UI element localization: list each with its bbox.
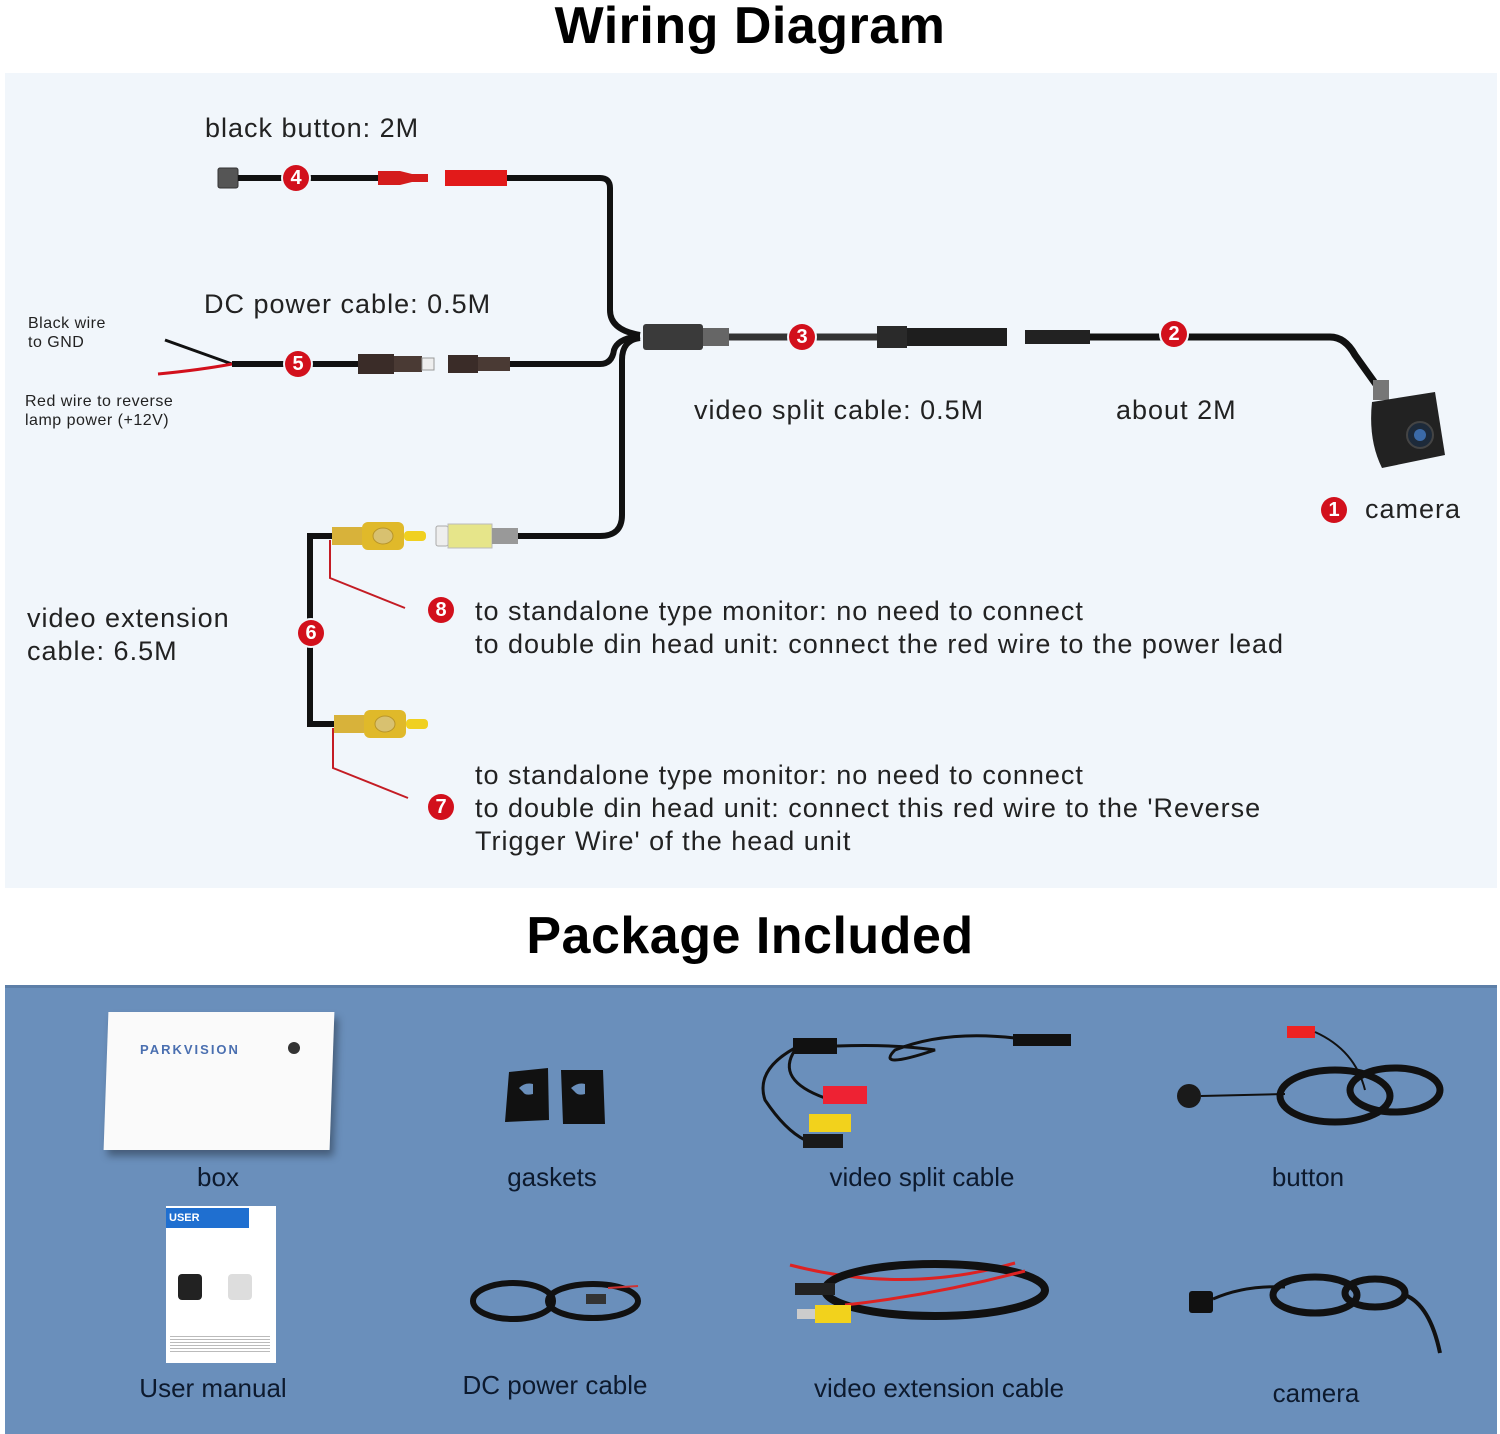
video-extension-label: video extension cable: 6.5M: [27, 603, 230, 666]
note-item-7: to standalone type monitor: no need to c…: [475, 760, 1262, 856]
rca-male-red-icon: [378, 171, 428, 185]
package-item-dc-power-cable: DC power cable: [462, 1370, 648, 1400]
red-wire-8: [329, 540, 406, 609]
video-split-label: video split cable: 0.5M: [694, 395, 985, 425]
badge-1: 1: [1321, 497, 1347, 523]
rca-male-yellow-icon: [332, 522, 426, 550]
wiring-diagram-svg: [157, 167, 1445, 799]
wiring-diagram-panel: [5, 73, 1497, 888]
package-item-user-manual: User manual: [139, 1373, 287, 1403]
package-item-gaskets: gaskets: [507, 1162, 597, 1192]
note-item-8: to standalone type monitor: no need to c…: [475, 596, 1285, 659]
package-item-video-split-cable: video split cable: [829, 1162, 1015, 1192]
split-cable-icon: [755, 1030, 1075, 1155]
button-icon: [217, 167, 239, 189]
video-split-cable: [643, 324, 1007, 350]
badge-8: 8: [428, 597, 454, 623]
package-item-button: button: [1271, 1162, 1345, 1192]
badge-4: 4: [283, 165, 309, 191]
camera-icon: [1371, 380, 1445, 468]
camera-pkg-icon: [1185, 1265, 1450, 1365]
dc-cable-icon: [468, 1276, 643, 1326]
camera-connector-icon: [1025, 330, 1090, 344]
package-item-video-extension-cable: video extension cable: [813, 1373, 1065, 1403]
package-item-camera: camera: [1272, 1378, 1360, 1408]
badge-5: 5: [285, 351, 311, 377]
dc-power-label: DC power cable: 0.5M: [204, 289, 492, 319]
black-button-label: black button: 2M: [205, 113, 420, 143]
extension-cable-icon: [785, 1255, 1055, 1335]
badge-6: 6: [298, 620, 324, 646]
dc-socket-icon: [448, 355, 478, 373]
rca-female-red-icon: [445, 170, 507, 186]
dc-plug-icon: [358, 354, 394, 374]
camera-cable: [1025, 330, 1445, 468]
wiring-diagram-title: Wiring Diagram: [554, 0, 946, 55]
about-2m-label: about 2M: [1116, 395, 1237, 425]
dc-power-cable: [157, 333, 641, 376]
badge-3: 3: [789, 324, 815, 350]
badge-2: 2: [1161, 321, 1187, 347]
rca-female-yellow-icon: [447, 523, 493, 549]
black-wire-label: Black wire to GND: [28, 315, 106, 351]
package-item-box: box: [197, 1162, 239, 1192]
button-cable: [217, 167, 641, 338]
red-wire-label: Red wire to reverse lamp power (+12V): [25, 393, 174, 429]
package-included-title: Package Included: [526, 907, 974, 965]
box-icon: PARKVISION: [103, 1012, 335, 1150]
box-brand: PARKVISION: [140, 1042, 240, 1057]
badge-7: 7: [428, 794, 454, 820]
gasket-icon: [503, 1068, 608, 1126]
split-rca-cable: [435, 335, 641, 549]
video-extension-cable: [307, 522, 428, 799]
rca-male-yellow-icon: [334, 710, 428, 738]
split-connector-icon: [907, 328, 1007, 346]
split-junction-icon: [643, 324, 703, 350]
button-icon: [1175, 1020, 1445, 1135]
camera-label: camera: [1365, 494, 1462, 524]
manual-cover-title: USER MANUAL: [166, 1208, 249, 1244]
red-wire-7: [332, 728, 409, 799]
manual-icon: USER MANUAL: [166, 1206, 276, 1363]
